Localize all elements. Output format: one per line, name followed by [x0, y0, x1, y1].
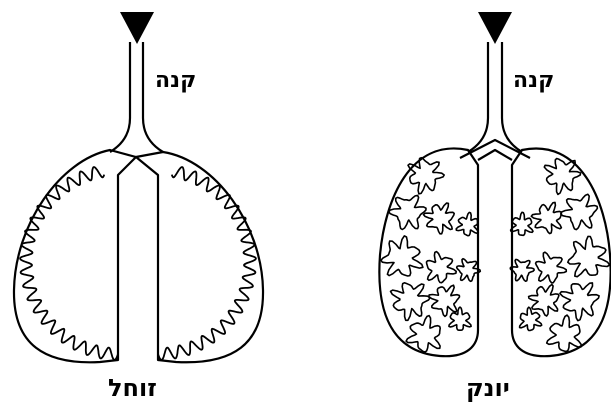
mammal-lungs — [379, 12, 610, 356]
reptile-name-label: זוחל — [108, 376, 157, 400]
alveolus — [423, 203, 454, 234]
mammal-name-label: יונק — [466, 376, 510, 400]
alveolus — [520, 307, 542, 330]
alveolus — [510, 259, 534, 281]
alveolus — [561, 194, 598, 229]
alveolus — [389, 195, 426, 229]
alveolus — [427, 252, 457, 283]
alveolus — [547, 315, 582, 351]
mammal-trachea-label: קנה — [513, 70, 554, 92]
reptile-right-lung-folds — [158, 167, 256, 360]
alveolus — [429, 285, 460, 316]
alveolus — [457, 259, 481, 282]
alveolus — [381, 236, 423, 276]
reptile-left-lung-folds — [20, 167, 118, 360]
mammal-airflow-arrow-icon — [478, 12, 512, 44]
reptile-trachea — [110, 42, 163, 152]
alveolus — [511, 212, 533, 235]
alveolus — [408, 158, 444, 194]
alveolus — [456, 212, 478, 235]
alveolus — [560, 283, 599, 321]
mammal-alveoli — [381, 158, 610, 352]
alveolus — [568, 236, 610, 276]
alveolus — [544, 159, 580, 195]
alveolus — [391, 283, 430, 321]
alveolus — [529, 285, 559, 317]
mammal-trachea — [468, 42, 522, 152]
alveolus — [536, 252, 567, 283]
alveolus — [531, 202, 561, 233]
reptile-lungs — [14, 12, 263, 362]
reptile-trachea-label: קנה — [155, 70, 196, 92]
reptile-airflow-arrow-icon — [120, 12, 154, 44]
